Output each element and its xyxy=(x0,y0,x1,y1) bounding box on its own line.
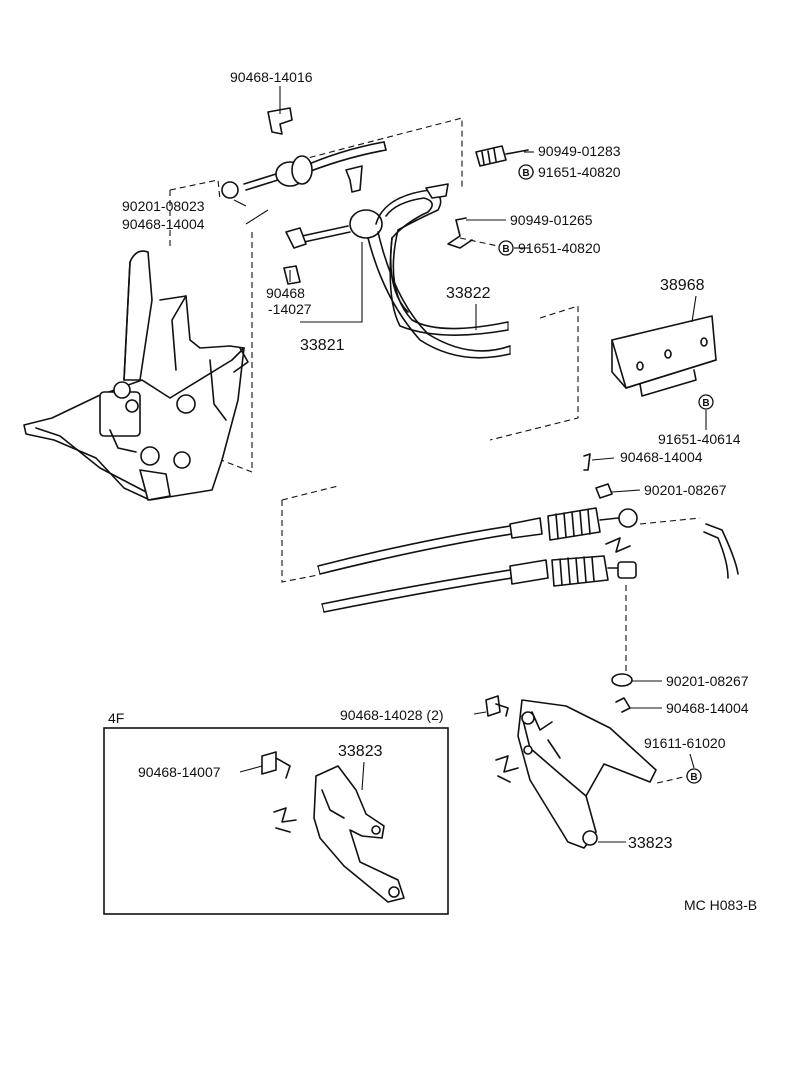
clip-90468-14004-lower xyxy=(615,697,631,713)
callout-90468-14004-b: 90468-14004 xyxy=(620,449,703,465)
callout-91651-40820-b: 91651-40820 xyxy=(518,240,601,256)
shift-cable-33821 xyxy=(283,209,511,359)
svg-text:B: B xyxy=(690,772,697,783)
callout-90468: 90468 xyxy=(266,285,305,301)
callout-33823-inset: 33823 xyxy=(338,743,383,760)
callout-labels: 90468-14016 90949-01283 91651-40820 9020… xyxy=(108,69,757,913)
shift-cable-pair xyxy=(317,507,739,613)
svg-text:B: B xyxy=(522,168,529,179)
callout-90468-14016: 90468-14016 xyxy=(230,69,313,85)
callout-90468-14004-c: 90468-14004 xyxy=(666,700,749,716)
bolt-marker-91651-40820-a: B xyxy=(518,164,534,180)
callout-33822: 33822 xyxy=(446,285,491,302)
clip-90468-14028 xyxy=(485,695,519,783)
inset-4f xyxy=(103,727,449,915)
clip-90949-01265 xyxy=(447,217,473,249)
callout-90949-01283: 90949-01283 xyxy=(538,143,621,159)
svg-text:B: B xyxy=(702,398,709,409)
upper-cable-end xyxy=(221,107,387,199)
dashed-assembly-lines xyxy=(169,117,701,784)
select-cable-33822 xyxy=(375,183,511,354)
cover-plate-38968 xyxy=(611,315,717,397)
callout-90468-14007: 90468-14007 xyxy=(138,764,221,780)
clip-90468-14004-upper xyxy=(583,453,591,471)
washer-90201-08267-lower xyxy=(611,673,633,687)
washer-90201-08267-upper xyxy=(595,483,613,499)
callout-14027: -14027 xyxy=(268,301,312,317)
callout-90949-01265: 90949-01265 xyxy=(510,212,593,228)
clip-90949-01283 xyxy=(475,145,529,167)
bracket-33823-main xyxy=(517,699,657,849)
leader-lines xyxy=(233,86,707,843)
svg-text:B: B xyxy=(502,244,509,255)
callout-91611-61020: 91611-61020 xyxy=(644,735,726,751)
drawing-code: MC H083-B xyxy=(684,897,757,913)
bolt-marker-91651-40614: B xyxy=(698,394,714,410)
callout-90468-14004-a: 90468-14004 xyxy=(122,216,205,232)
callout-38968: 38968 xyxy=(660,277,705,294)
shift-lever-assembly xyxy=(23,250,249,501)
bolt-marker-91611-61020: B xyxy=(686,768,702,784)
callout-91651-40820-a: 91651-40820 xyxy=(538,164,621,180)
callout-91651-40614: 91651-40614 xyxy=(658,431,741,447)
callout-33823-main: 33823 xyxy=(628,835,673,852)
callout-90201-08023: 90201-08023 xyxy=(122,198,205,214)
callout-33821: 33821 xyxy=(300,337,345,354)
inset-4f-label: 4F xyxy=(108,710,124,726)
callout-90201-08267-b: 90201-08267 xyxy=(666,673,749,689)
callout-90468-14028: 90468-14028 (2) xyxy=(340,707,444,723)
bolt-marker-91651-40820-b: B xyxy=(498,240,514,256)
callout-90201-08267-a: 90201-08267 xyxy=(644,482,727,498)
